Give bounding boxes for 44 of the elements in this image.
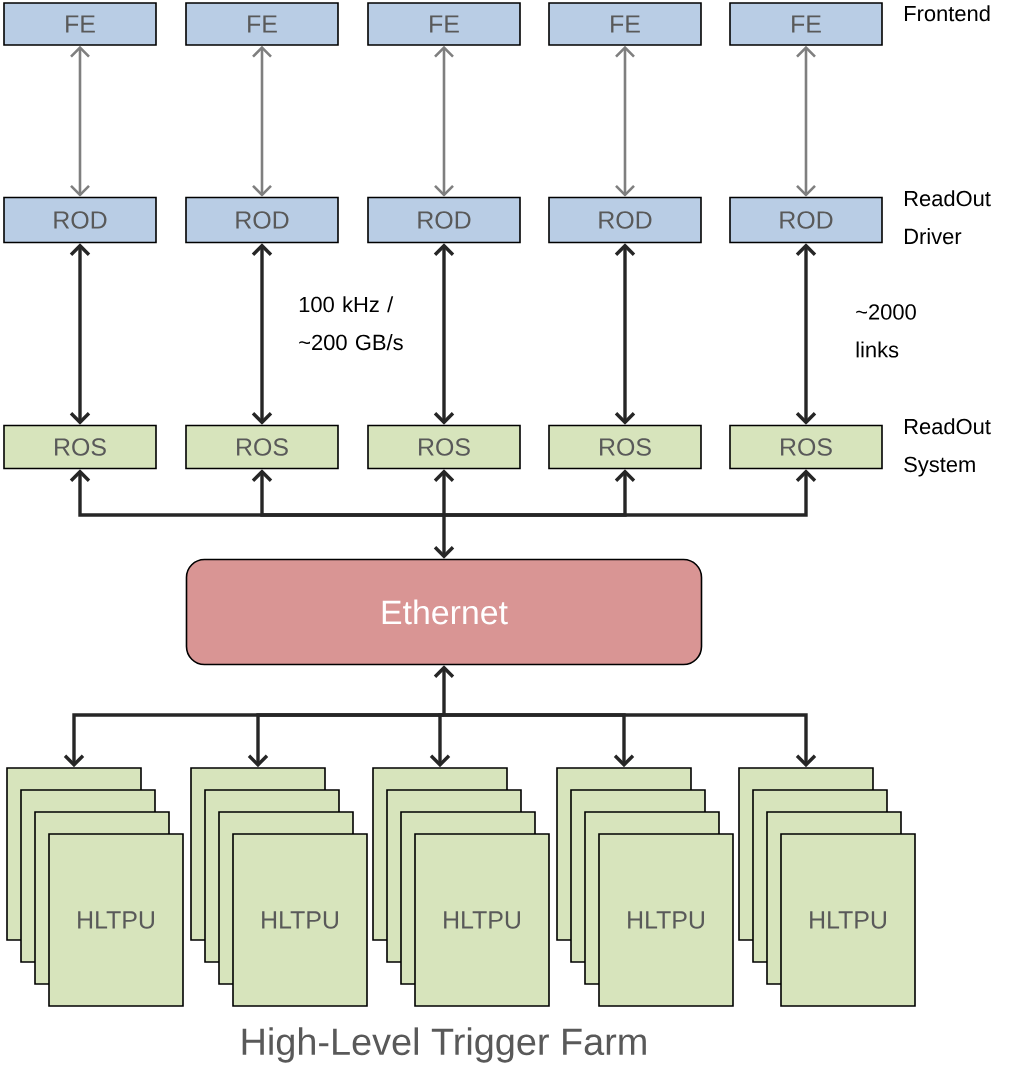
link-label: ~2000 links — [856, 304, 916, 358]
processor-box: HLTPU — [598, 833, 734, 1007]
module-box: ROS — [729, 424, 883, 470]
processor-box: HLTPU — [414, 833, 550, 1007]
arrow — [796, 45, 816, 197]
module-box: ROS — [185, 424, 339, 470]
module-box: FE — [185, 2, 339, 46]
row-label: Frontend — [905, 5, 990, 22]
arrow — [433, 515, 455, 559]
arrow — [614, 243, 636, 425]
arrow — [444, 469, 817, 517]
arrow — [433, 469, 455, 515]
module-box: ROD — [3, 196, 157, 244]
processor-box: HLTPU — [232, 833, 368, 1007]
processor-box: HLTPU — [48, 833, 184, 1007]
row-label: ReadOut System — [904, 418, 991, 477]
module-box: FE — [3, 2, 157, 46]
arrow — [795, 243, 817, 425]
link-label: 100 kHz / ~200 GB/s — [299, 296, 403, 351]
module-box: FE — [548, 2, 702, 46]
module-box: FE — [367, 2, 521, 46]
module-box: ROS — [548, 424, 702, 470]
arrow — [433, 665, 455, 715]
arrow — [252, 45, 272, 197]
module-box: ROD — [185, 196, 339, 244]
module-box: ROD — [729, 196, 883, 244]
module-box: FE — [729, 2, 883, 46]
arrow — [615, 45, 635, 197]
arrow — [444, 713, 817, 768]
arrow — [69, 243, 91, 425]
module-box: ROS — [367, 424, 521, 470]
arrow — [434, 45, 454, 197]
arrow — [251, 243, 273, 425]
network-box: Ethernet — [185, 558, 703, 666]
module-box: ROS — [3, 424, 157, 470]
arrow — [70, 45, 90, 197]
module-box: ROD — [367, 196, 521, 244]
arrow — [251, 469, 444, 517]
row-label: ReadOut Driver — [905, 190, 991, 245]
module-box: ROD — [548, 196, 702, 244]
processor-box: HLTPU — [780, 833, 916, 1007]
arrow — [433, 243, 455, 425]
caption: High-Level Trigger Farm — [242, 1027, 646, 1063]
arrow — [429, 713, 451, 768]
